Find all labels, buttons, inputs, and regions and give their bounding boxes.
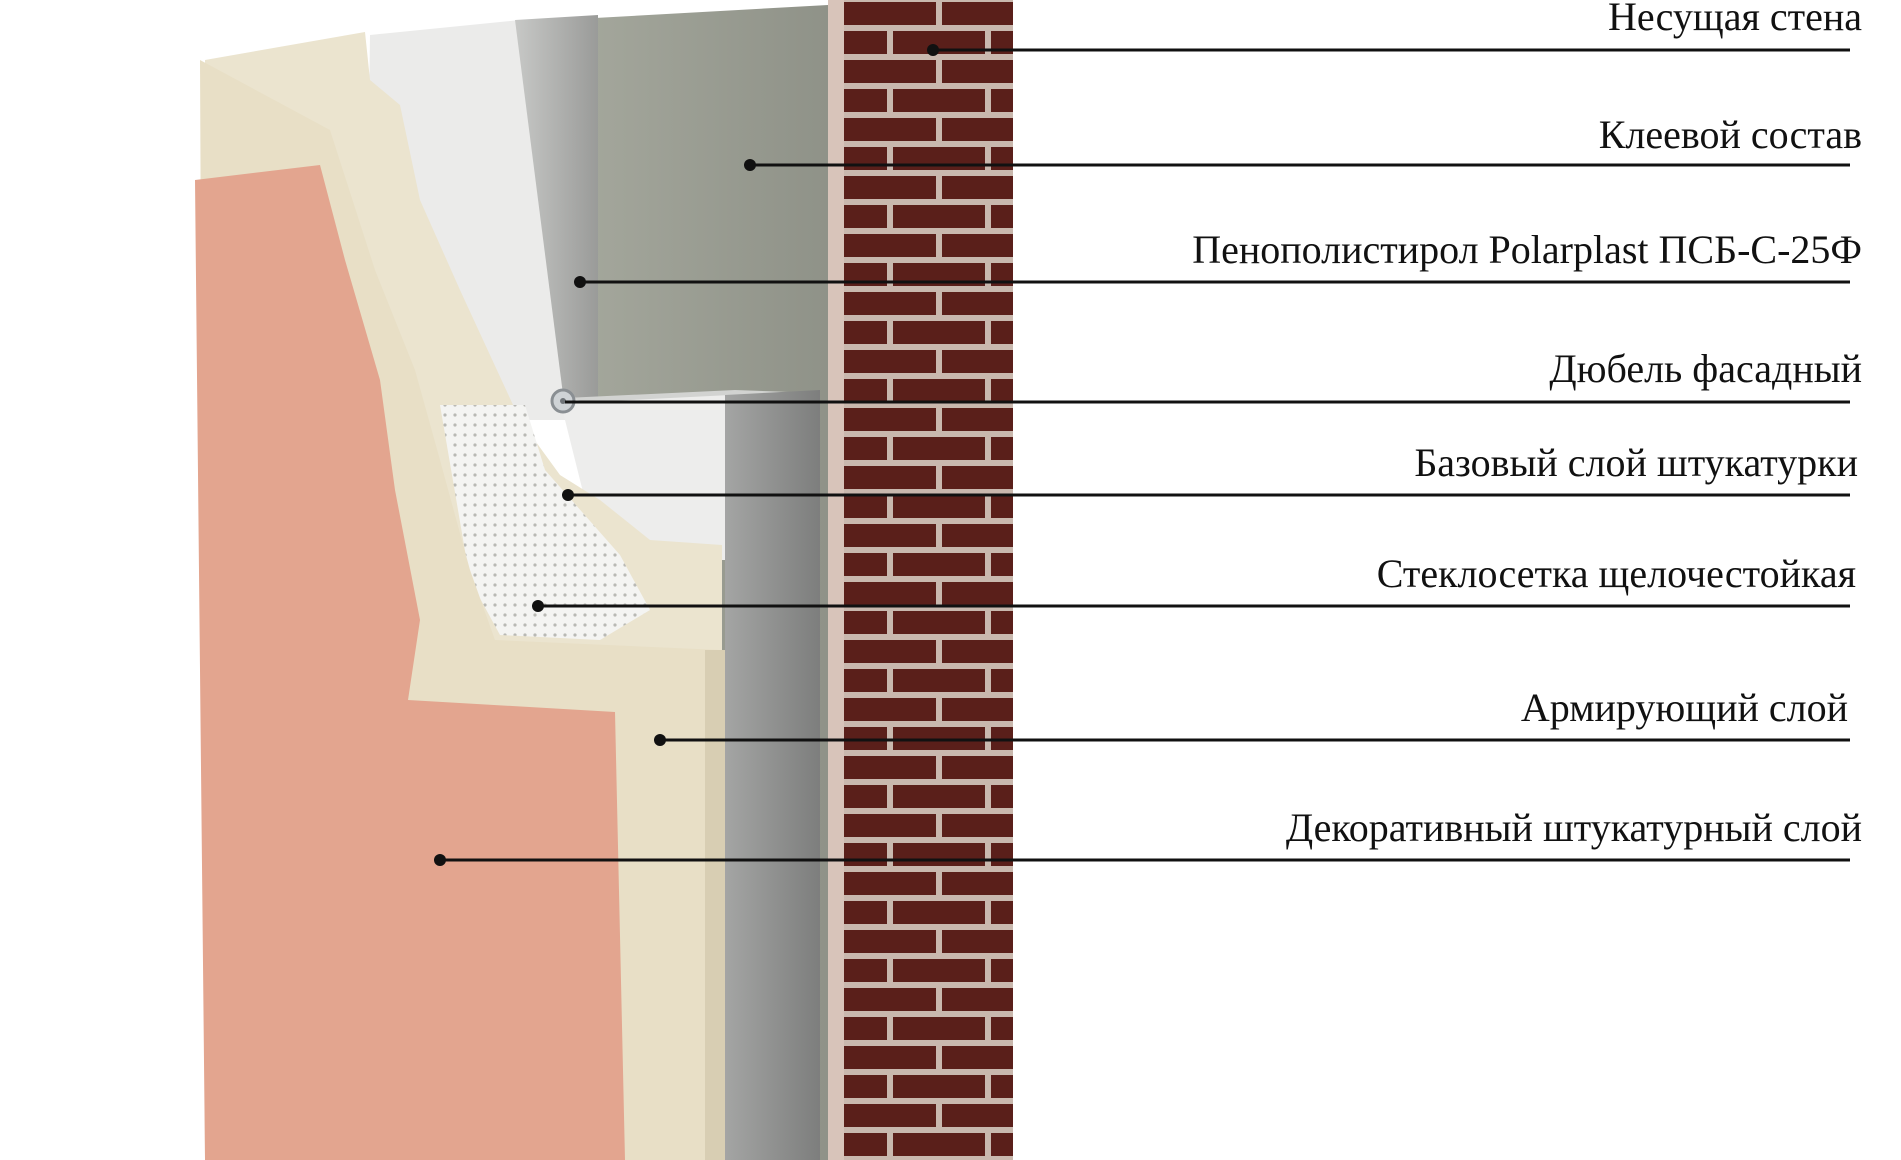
leader-dot-fiberglass-mesh [532, 600, 544, 612]
brick-wall-edge [828, 0, 844, 1160]
fiberglass-mesh-area [440, 405, 650, 640]
label-adhesive: Клеевой состав [1599, 112, 1862, 157]
label-base-plaster: Базовый слой штукатурки [1414, 440, 1858, 485]
leader-dot-reinforcing-layer [654, 734, 666, 746]
leader-dot-load-bearing-wall [927, 44, 939, 56]
label-load-bearing-wall: Несущая стена [1608, 0, 1862, 39]
label-reinforcing-layer: Армирующий слой [1521, 685, 1848, 730]
reinforcing-layer-edge [705, 650, 725, 1160]
leader-dot-decorative-plaster [434, 854, 446, 866]
insulation-upper-side [515, 15, 598, 410]
brick-wall [828, 0, 1013, 1160]
label-dowel: Дюбель фасадный [1549, 346, 1862, 391]
leader-lines [440, 48, 1850, 862]
layer-labels: Несущая стена Клеевой состав Пенополисти… [1192, 0, 1862, 850]
leader-dot-adhesive [744, 159, 756, 171]
decorative-plaster-panel [195, 165, 625, 1160]
label-insulation: Пенополистирол Polarplast ПСБ-С-25Ф [1192, 227, 1862, 272]
brick-wall-face [843, 0, 1013, 1160]
leader-dot-base-plaster [562, 489, 574, 501]
leader-dot-insulation [574, 276, 586, 288]
insulation-step-top [565, 390, 790, 402]
insulation-edge-band [725, 390, 820, 1160]
label-fiberglass-mesh: Стеклосетка щелочестойкая [1377, 551, 1856, 596]
leader-dots [434, 44, 939, 866]
label-decorative-plaster: Декоративный штукатурный слой [1286, 805, 1862, 850]
dowel-center [560, 398, 566, 404]
